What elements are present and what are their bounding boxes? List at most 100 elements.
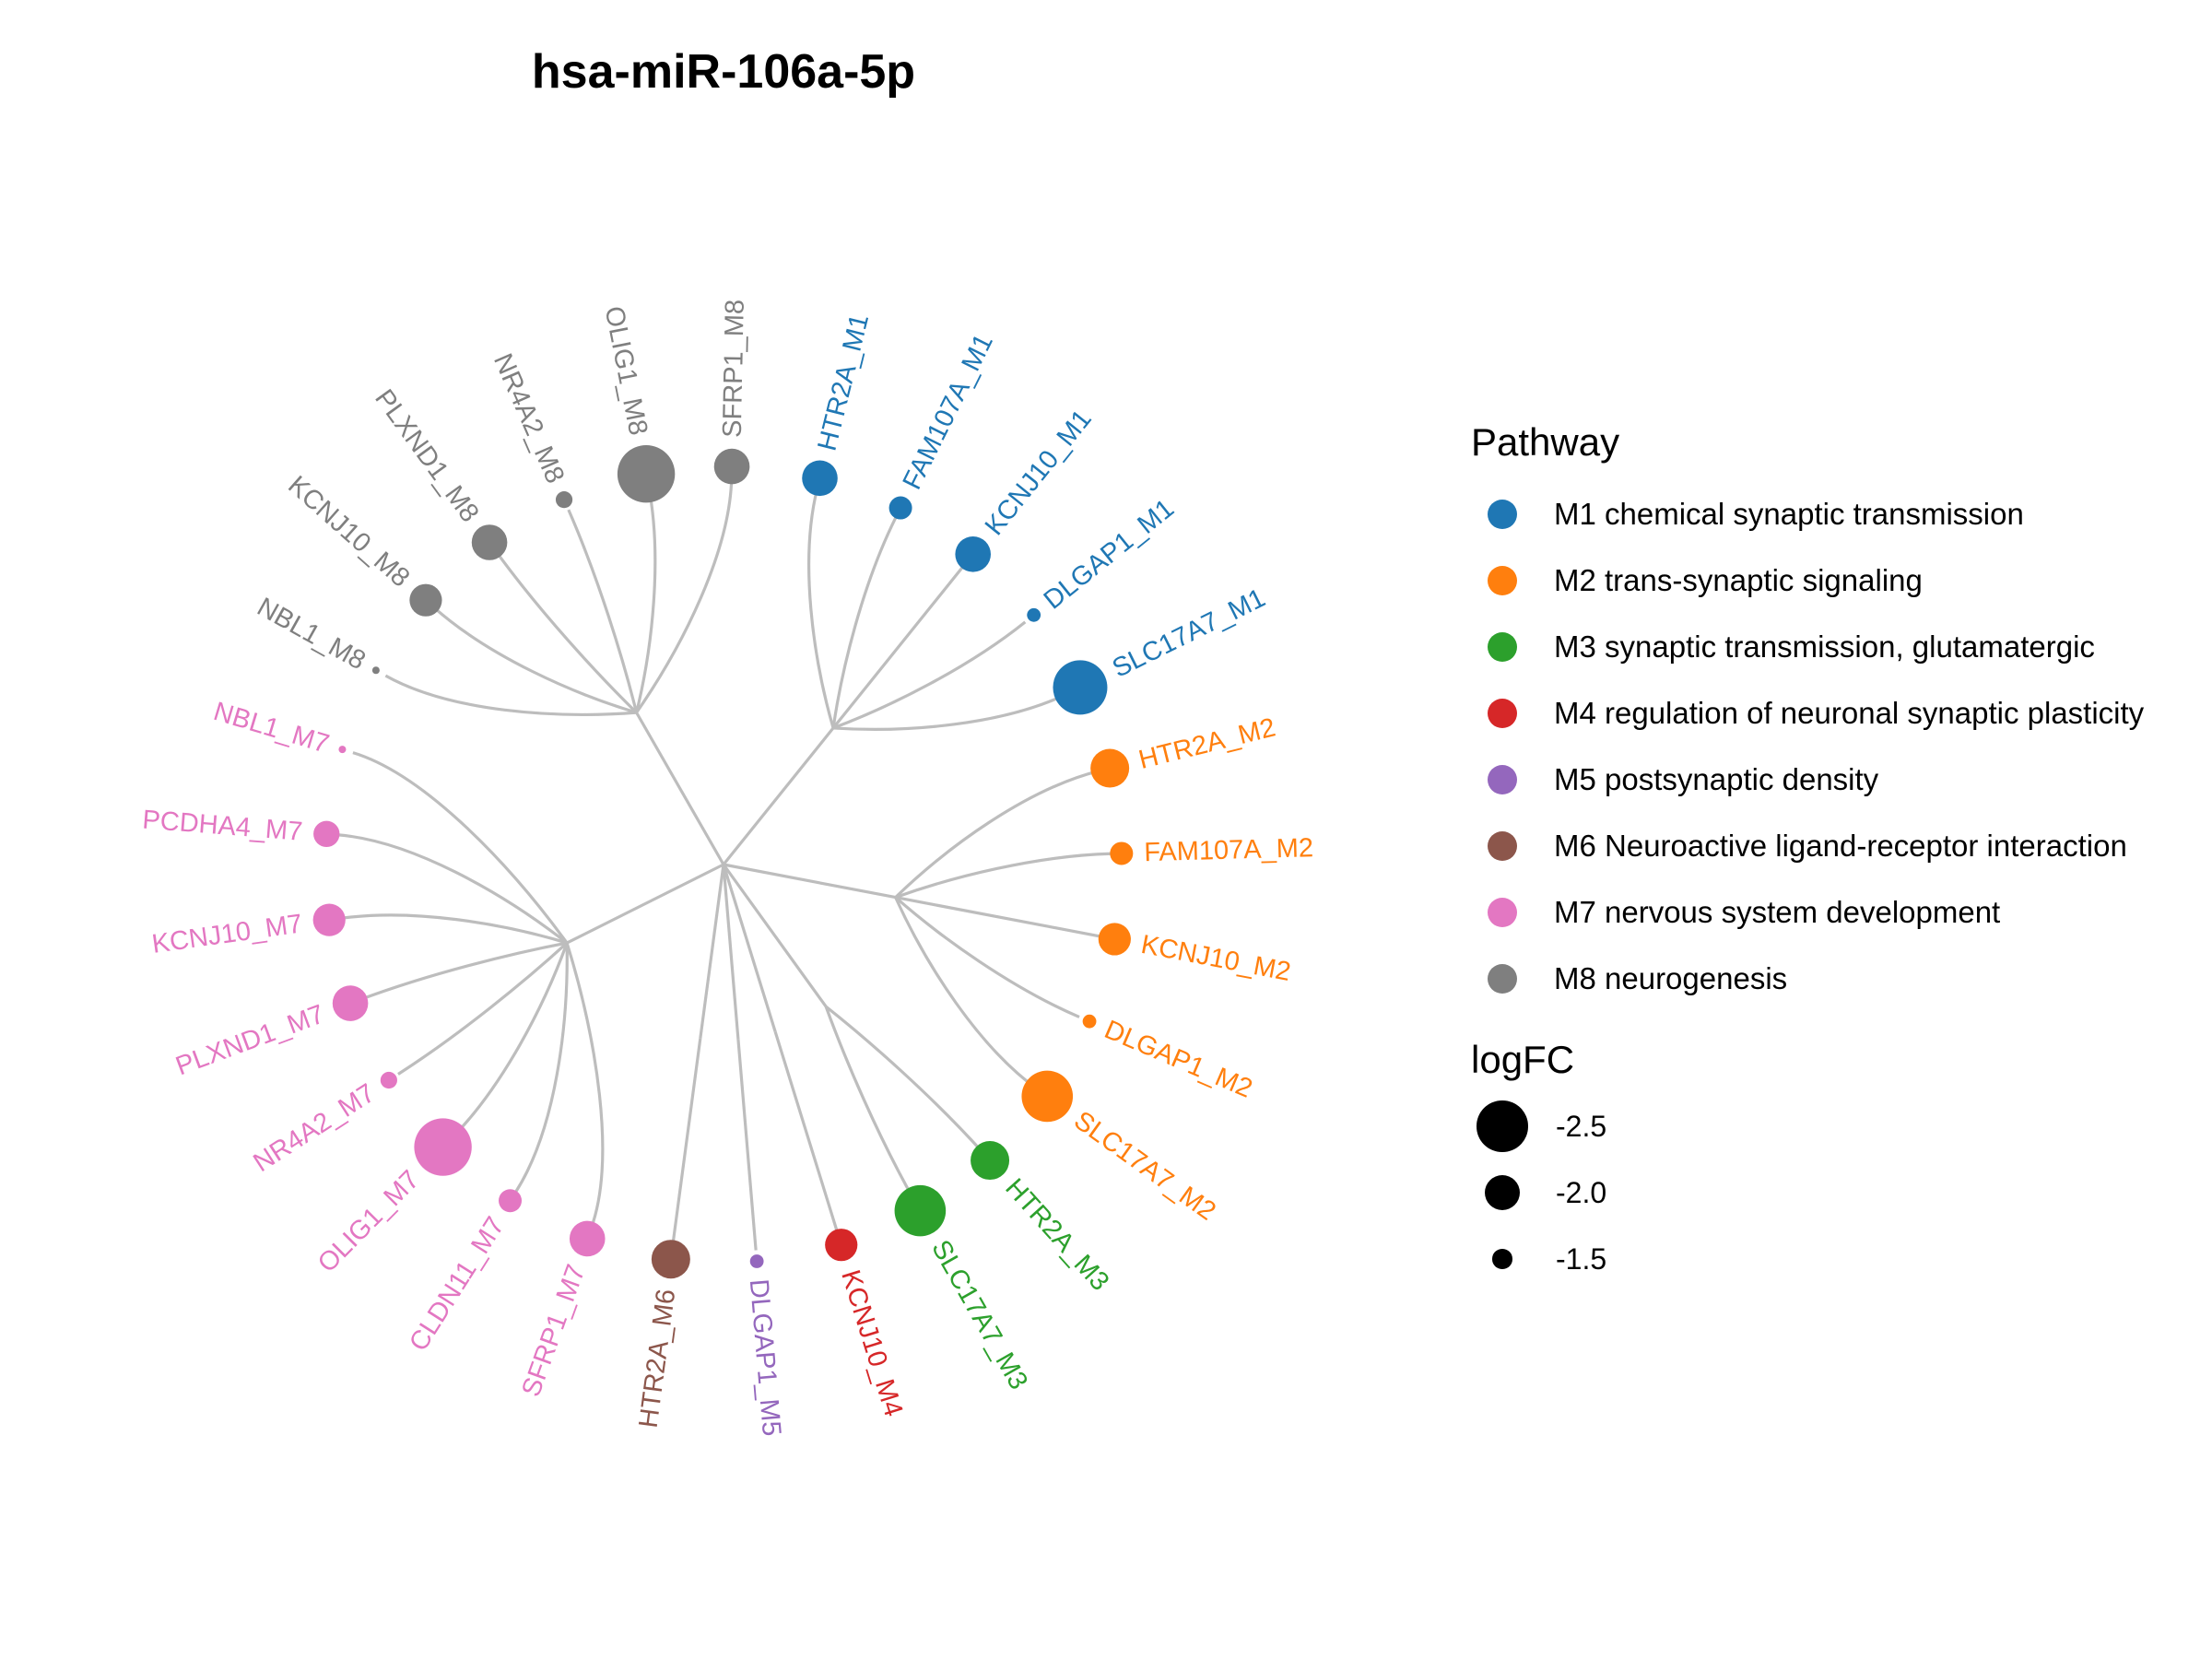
legend-size-label: -2.5 bbox=[1556, 1109, 1607, 1143]
legend-size-swatch bbox=[1477, 1100, 1528, 1152]
legend-item-m5: M5 postsynaptic density bbox=[1471, 747, 2144, 813]
edge-leaf bbox=[567, 509, 639, 713]
leaf-node bbox=[1027, 607, 1041, 622]
edge-leaf bbox=[894, 896, 1040, 1091]
edge-leaf bbox=[894, 896, 1080, 1018]
legend-label: M6 Neuroactive ligand-receptor interacti… bbox=[1554, 829, 2127, 863]
leaf-label: DLGAP1_M5 bbox=[744, 1277, 786, 1437]
leaf-label: KCNJ10_M4 bbox=[835, 1266, 908, 1420]
leaf-node bbox=[1021, 1070, 1074, 1123]
legend-label: M1 chemical synaptic transmission bbox=[1554, 497, 2024, 531]
node-layer bbox=[312, 445, 1134, 1279]
edge-layer bbox=[337, 477, 1111, 1251]
legend-item-m4: M4 regulation of neuronal synaptic plast… bbox=[1471, 680, 2144, 747]
leaf-node bbox=[749, 1254, 764, 1268]
leaf-node bbox=[802, 460, 838, 497]
legend-logfc-list: -2.5 -2.0 -1.5 bbox=[1471, 1093, 2144, 1292]
legend-size-item: -2.5 bbox=[1471, 1093, 2144, 1159]
legend-label: M7 nervous system development bbox=[1554, 895, 2001, 929]
leaf-label: HTR2A_M6 bbox=[634, 1288, 682, 1430]
edge-root-M2 bbox=[723, 863, 896, 900]
legend-item-m1: M1 chemical synaptic transmission bbox=[1471, 481, 2144, 547]
leaf-node bbox=[1053, 660, 1108, 715]
edge-leaf bbox=[824, 1006, 916, 1202]
edge-leaf bbox=[339, 913, 568, 945]
edge-leaf bbox=[773, 1031, 840, 1235]
leaf-label: OLIG1_M8 bbox=[598, 304, 653, 438]
edge-leaf bbox=[337, 833, 569, 945]
leaf-label: PLXND1_M7 bbox=[172, 999, 329, 1081]
edge-root-M1 bbox=[722, 726, 835, 866]
leaf-node bbox=[338, 746, 347, 754]
leaf-node bbox=[888, 496, 912, 520]
leaf-node bbox=[713, 448, 750, 485]
leaf-node bbox=[555, 491, 573, 509]
legend-size-swatch bbox=[1492, 1249, 1512, 1269]
legend-swatch bbox=[1488, 964, 1517, 994]
edge-leaf bbox=[432, 606, 638, 714]
leaf-node bbox=[414, 1118, 472, 1176]
edge-root-M4 bbox=[722, 864, 777, 1032]
leaf-node bbox=[499, 1189, 523, 1213]
edge-leaf bbox=[825, 1005, 984, 1154]
legend-size-label: -2.0 bbox=[1556, 1175, 1607, 1209]
leaf-node bbox=[617, 445, 676, 503]
leaf-node bbox=[894, 1184, 947, 1237]
edge-leaf bbox=[514, 943, 569, 1193]
leaf-node bbox=[313, 820, 340, 848]
legend-size-item: -1.5 bbox=[1471, 1226, 2144, 1292]
edge-root-M6 bbox=[699, 864, 725, 1039]
leaf-label: DLGAP1_M2 bbox=[1100, 1015, 1257, 1104]
leaf-label: OLIG1_M7 bbox=[312, 1165, 426, 1278]
edge-leaf bbox=[359, 941, 568, 1001]
leaf-label: FAM107A_M1 bbox=[898, 329, 999, 494]
edge-leaf bbox=[352, 751, 569, 945]
edge-root-M7 bbox=[566, 863, 724, 945]
edge-leaf bbox=[831, 561, 968, 729]
legend-pathway-list: M1 chemical synaptic transmission M2 tran… bbox=[1471, 481, 2144, 1012]
leaf-label: PCDHA4_M7 bbox=[141, 806, 303, 847]
edge-leaf bbox=[397, 941, 569, 1076]
leaf-label: NBL1_M8 bbox=[253, 593, 371, 677]
legend-item-m3: M3 synaptic transmission, glutamatergic bbox=[1471, 614, 2144, 680]
leaf-node bbox=[569, 1220, 606, 1257]
edge-leaf bbox=[736, 1039, 758, 1251]
legend-swatch bbox=[1488, 898, 1517, 927]
leaf-node bbox=[1082, 1014, 1097, 1029]
leaf-label: KCNJ10_M1 bbox=[980, 405, 1098, 541]
leaf-node bbox=[971, 1141, 1010, 1181]
edge-leaf bbox=[895, 852, 1111, 900]
edge-leaf bbox=[807, 488, 835, 729]
legend-size-item: -2.0 bbox=[1471, 1159, 2144, 1226]
leaf-label: HTR2A_M1 bbox=[813, 312, 876, 454]
legend-item-m6: M6 Neuroactive ligand-receptor interacti… bbox=[1471, 813, 2144, 879]
leaf-label: NBL1_M7 bbox=[210, 697, 333, 759]
leaf-label: KCNJ10_M8 bbox=[282, 470, 415, 593]
edge-leaf bbox=[449, 942, 569, 1141]
leaf-node bbox=[380, 1071, 397, 1089]
edge-leaf bbox=[494, 550, 638, 714]
leaf-label: FAM107A_M2 bbox=[1144, 833, 1314, 867]
legend-label: M3 synaptic transmission, glutamatergic bbox=[1554, 629, 2095, 664]
legend-swatch bbox=[1488, 566, 1517, 595]
leaf-node bbox=[371, 666, 380, 675]
legend-size-swatch bbox=[1484, 1174, 1521, 1211]
legend-label: M2 trans-synaptic signaling bbox=[1554, 563, 1923, 597]
leaf-label: SFRP1_M8 bbox=[718, 300, 750, 439]
legend-label: M8 neurogenesis bbox=[1554, 961, 1788, 995]
legend-label: M5 postsynaptic density bbox=[1554, 762, 1879, 796]
leaf-node bbox=[1110, 841, 1134, 865]
leaf-node bbox=[312, 903, 346, 936]
leaf-label: SLC17A7_M3 bbox=[925, 1235, 1033, 1394]
edge-leaf bbox=[565, 942, 605, 1230]
legend-swatch bbox=[1488, 831, 1517, 861]
leaf-node bbox=[332, 985, 369, 1021]
legend-size-label: -1.5 bbox=[1556, 1241, 1607, 1276]
edge-leaf bbox=[831, 517, 898, 729]
legend: Pathway M1 chemical synaptic transmissio… bbox=[1471, 420, 2144, 1292]
legend-swatch bbox=[1488, 632, 1517, 662]
legend-item-m7: M7 nervous system development bbox=[1471, 879, 2144, 946]
edge-leaf bbox=[384, 674, 637, 716]
edge-leaf bbox=[894, 769, 1100, 899]
